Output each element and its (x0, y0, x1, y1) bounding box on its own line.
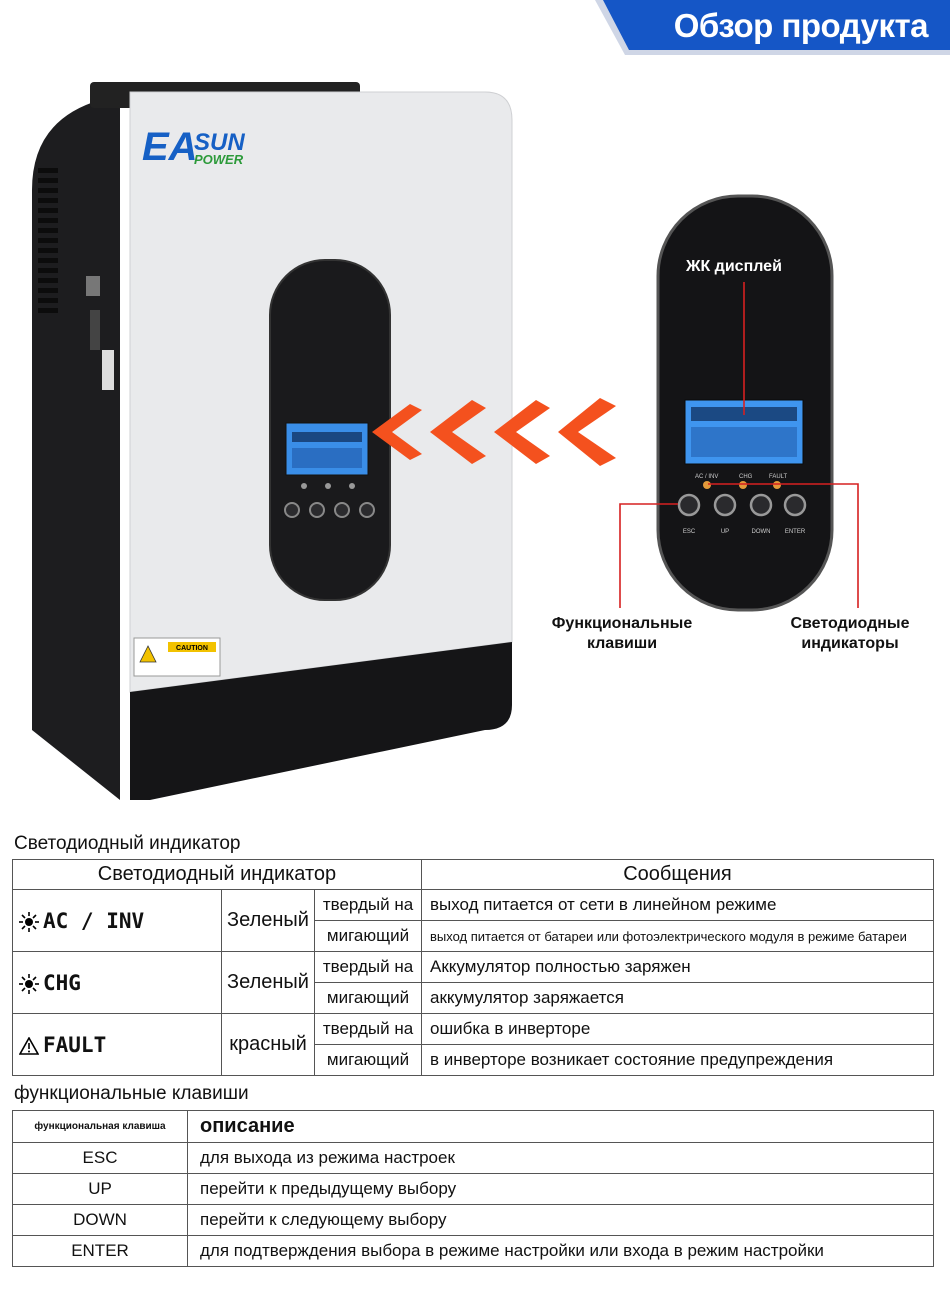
led-message: аккумулятор заряжается (421, 982, 934, 1014)
warning-triangle-icon (19, 1036, 39, 1055)
led-indicators-callout-line2: индикаторы (801, 635, 899, 652)
led-indicator-label: FAULT (43, 1032, 107, 1057)
fk-description: перейти к следующему выбору (187, 1204, 934, 1236)
led-section-title: Светодиодный индикатор (14, 833, 241, 854)
function-keys-callout-line1: Функциональные (551, 615, 693, 632)
table-row: мигающий выход питается от батареи или ф… (13, 920, 934, 952)
banner-shape (595, 0, 950, 55)
led-indicator-label: AC / INV (43, 908, 145, 933)
led-indicator-label: CHG (43, 970, 81, 995)
panel-key-enter-label: ENTER (785, 529, 806, 535)
led-color: Зеленый (221, 889, 315, 952)
led-indicator-fault: FAULT (12, 1013, 222, 1076)
led-color: Зеленый (221, 951, 315, 1014)
fk-key: UP (12, 1173, 188, 1205)
panel-led-chg-label: CHG (739, 474, 753, 480)
lcd-callout-label: ЖК дисплей (686, 258, 782, 275)
fk-key: ESC (12, 1142, 188, 1174)
table-row: AC / INV Зеленый твердый на выход питает… (12, 889, 934, 952)
panel-key-esc-label: ESC (683, 529, 696, 535)
led-indicator-table: Светодиодный индикатор Сообщения AC / IN… (12, 859, 934, 1076)
led-message: ошибка в инверторе (421, 1013, 934, 1045)
fk-key: ENTER (12, 1235, 188, 1267)
led-message: в инверторе возникает состояние предупре… (421, 1044, 934, 1076)
table-row: мигающий в инверторе возникает состояние… (13, 1044, 934, 1076)
led-state: твердый на (314, 951, 422, 983)
panel-led-fault-label: FAULT (769, 474, 788, 480)
fk-table-header: функциональная клавиша описание (12, 1110, 934, 1143)
led-indicator-ac-inv: AC / INV (12, 889, 222, 952)
led-indicator-chg: CHG (12, 951, 222, 1014)
led-state: твердый на (314, 889, 422, 921)
panel-key-down-label: DOWN (752, 529, 771, 535)
sun-icon (19, 973, 39, 994)
fk-description: для подтверждения выбора в режиме настро… (187, 1235, 934, 1267)
panel-key-up-label: UP (721, 529, 729, 535)
control-panel-enlarged: AC / INV CHG FAULT ESC UP DOWN ENTER (656, 194, 834, 612)
fk-section-title: функциональные клавиши (14, 1083, 249, 1104)
table-row: UP перейти к предыдущему выбору (12, 1173, 934, 1205)
table-row: ENTER для подтверждения выбора в режиме … (12, 1235, 934, 1267)
brand-logo-ea: EA (142, 125, 198, 169)
fk-description: перейти к предыдущему выбору (187, 1173, 934, 1205)
header-banner: Обзор продукта (595, 0, 950, 55)
led-message: выход питается от сети в линейном режиме (421, 889, 934, 921)
brand-logo-power: POWER (194, 152, 244, 167)
led-table-header: Светодиодный индикатор Сообщения (12, 859, 934, 890)
sun-icon (19, 911, 39, 932)
led-state: твердый на (314, 1013, 422, 1045)
table-row: DOWN перейти к следующему выбору (12, 1204, 934, 1236)
fk-description: для выхода из режима настроек (187, 1142, 934, 1174)
table-row: CHG Зеленый твердый на Аккумулятор полно… (12, 951, 934, 1014)
table-row: FAULT красный твердый на ошибка в инверт… (12, 1013, 934, 1076)
led-state: мигающий (314, 920, 422, 952)
inverter-illustration: CAUTION EA SUN POWER (32, 82, 513, 800)
fk-header-key: функциональная клавиша (12, 1110, 188, 1143)
fk-header-description: описание (187, 1110, 934, 1143)
function-keys-table: функциональная клавиша описание ESC для … (12, 1110, 934, 1267)
callout-lines (619, 282, 859, 608)
led-header-indicator: Светодиодный индикатор (12, 859, 422, 890)
brand-logo-sun: SUN (194, 129, 245, 156)
function-keys-callout: Функциональные клавиши (542, 614, 702, 654)
fk-key: DOWN (12, 1204, 188, 1236)
led-state: мигающий (314, 1044, 422, 1076)
led-message: выход питается от батареи или фотоэлектр… (421, 920, 934, 952)
led-header-messages: Сообщения (421, 859, 934, 890)
led-state: мигающий (314, 982, 422, 1014)
panel-led-ac-inv-label: AC / INV (695, 474, 718, 480)
caution-label: CAUTION (176, 645, 208, 652)
arrow-chevrons-icon (372, 398, 616, 466)
table-row: ESC для выхода из режима настроек (12, 1142, 934, 1174)
banner-title: Обзор продукта (673, 7, 929, 44)
led-indicators-callout: Светодиодные индикаторы (770, 614, 930, 654)
function-keys-callout-line2: клавиши (586, 635, 658, 652)
led-indicators-callout-line1: Светодиодные (790, 615, 910, 632)
led-message: Аккумулятор полностью заряжен (421, 951, 934, 983)
led-color: красный (221, 1013, 315, 1076)
table-row: мигающий аккумулятор заряжается (13, 982, 934, 1014)
